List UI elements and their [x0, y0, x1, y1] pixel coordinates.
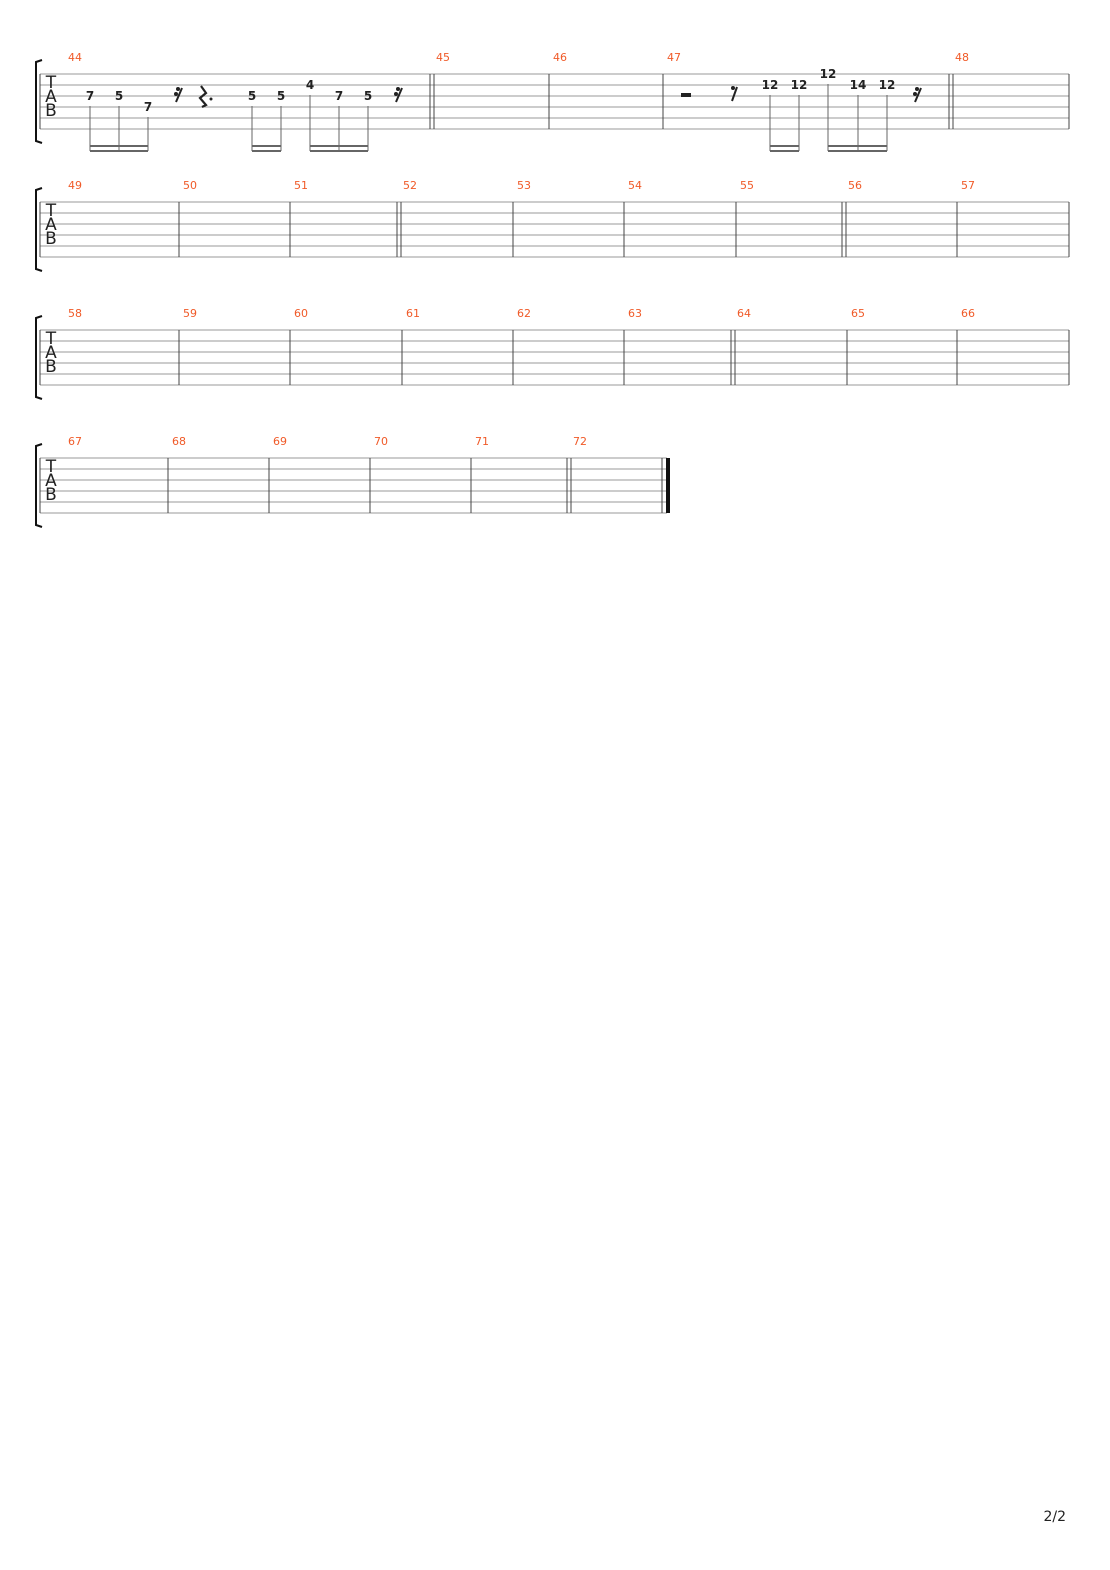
measure-number: 56: [848, 179, 862, 192]
fret-number: 12: [820, 67, 837, 81]
measure-number: 57: [961, 179, 975, 192]
tab-clef-letter: T: [45, 73, 57, 93]
measure-number: 61: [406, 307, 420, 320]
measure-number: 44: [68, 51, 82, 64]
measure-number: 66: [961, 307, 975, 320]
measure-number: 72: [573, 435, 587, 448]
rest-sixteenth: [175, 87, 183, 103]
system-bracket: [35, 443, 43, 528]
tab-clef-letter: A: [45, 87, 57, 107]
measure-number: 58: [68, 307, 82, 320]
measure-number: 52: [403, 179, 417, 192]
rest-quarter: [198, 85, 208, 108]
tab-clef-letter: T: [45, 201, 57, 221]
fret-number: 5: [277, 89, 285, 103]
measure-number: 67: [68, 435, 82, 448]
fret-number: 5: [248, 89, 256, 103]
rest-flag: [176, 87, 180, 91]
tab-clef-letter: A: [45, 215, 57, 235]
tab-clef-letter: B: [45, 229, 57, 249]
measure-number: 51: [294, 179, 308, 192]
rest-flag: [396, 87, 400, 91]
measure-number: 55: [740, 179, 754, 192]
measure-44-notes: 7 5 7 5 5 4 7 5: [86, 78, 403, 152]
rest-flag: [915, 87, 919, 91]
fret-number: 5: [115, 89, 123, 103]
rest-flag: [394, 92, 398, 96]
tab-clef-letter: B: [45, 485, 57, 505]
rest-sixteenth: [914, 87, 922, 103]
system-bracket: [35, 187, 43, 272]
system-bracket: [35, 59, 43, 144]
tab-clef-letter: T: [45, 329, 57, 349]
measure-number: 59: [183, 307, 197, 320]
measure-number: 60: [294, 307, 308, 320]
measure-number: 46: [553, 51, 567, 64]
fret-number: 7: [144, 100, 152, 114]
rest-flag: [174, 92, 178, 96]
measure-number: 70: [374, 435, 388, 448]
measure-number: 50: [183, 179, 197, 192]
rest-dot: [209, 97, 213, 101]
fret-number: 12: [879, 78, 896, 92]
system-bracket: [35, 315, 43, 400]
tab-clef-letter: A: [45, 471, 57, 491]
measure-number: 71: [475, 435, 489, 448]
measure-number: 47: [667, 51, 681, 64]
measure-number: 68: [172, 435, 186, 448]
tab-system: TAB 67 68 69 70 71 72: [35, 435, 670, 528]
page-number: 2/2: [1043, 1509, 1066, 1525]
fret-number: 14: [850, 78, 867, 92]
measure-47-notes: 12 12 12 14 12: [681, 67, 922, 152]
rest-eighth: [731, 86, 738, 102]
measure-number: 54: [628, 179, 642, 192]
fret-number: 12: [791, 78, 808, 92]
tab-clef-letter: A: [45, 343, 57, 363]
rest-sixteenth: [395, 87, 403, 103]
rest-flag: [913, 92, 917, 96]
measure-number: 69: [273, 435, 287, 448]
measure-number: 45: [436, 51, 450, 64]
tab-clef-letter: B: [45, 357, 57, 377]
fret-number: 7: [335, 89, 343, 103]
measure-number: 62: [517, 307, 531, 320]
measure-number: 48: [955, 51, 969, 64]
tab-clef-letter: B: [45, 101, 57, 121]
measure-number: 64: [737, 307, 751, 320]
measure-number: 63: [628, 307, 642, 320]
rest-flag: [731, 86, 735, 90]
fret-number: 5: [364, 89, 372, 103]
fret-number: 7: [86, 89, 94, 103]
measure-number: 65: [851, 307, 865, 320]
tab-system: TAB 58 59 60 61 62 63 64 65 66: [35, 307, 1070, 400]
fret-number: 4: [306, 78, 314, 92]
tab-system: TAB 49 50 51 52 53 54 55 56 57: [35, 179, 1070, 272]
fret-number: 12: [762, 78, 779, 92]
rest-half: [681, 93, 691, 97]
measure-number: 49: [68, 179, 82, 192]
tab-clef-letter: T: [45, 457, 57, 477]
measure-number: 53: [517, 179, 531, 192]
